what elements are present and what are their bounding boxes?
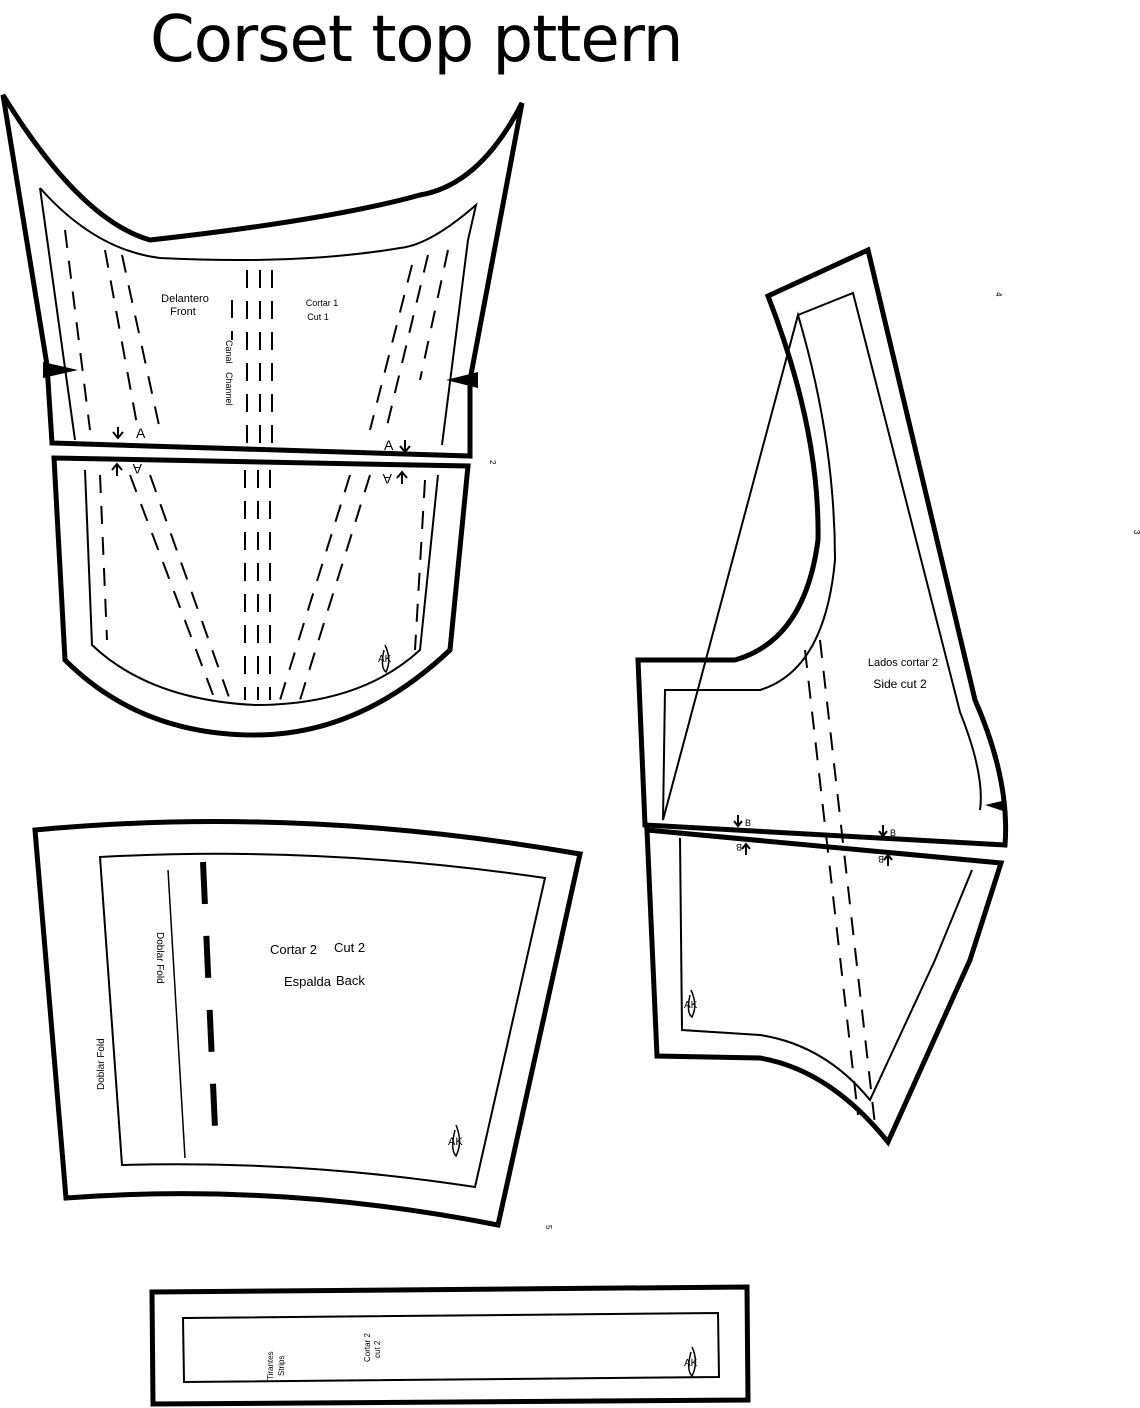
strips-cut-en: cut 2 <box>373 1340 382 1358</box>
strips-seamline <box>181 1311 721 1384</box>
match-mark-b-1: B <box>745 818 751 828</box>
strips-piece: Tirantes Strips Cortar 2 cut 2 AK <box>149 1284 751 1407</box>
side-page-number-right: 3 <box>1132 530 1140 535</box>
strips-cut-es: Cortar 2 <box>363 1333 372 1362</box>
match-mark-a-lower-left: A <box>132 461 142 477</box>
strips-name-en: Strips <box>277 1356 286 1376</box>
match-mark-b-4: B <box>878 854 884 864</box>
side-page-number: 4 <box>994 292 1003 297</box>
strips-name-es: Tirantes <box>266 1351 275 1380</box>
match-mark-a-upper-right: A <box>384 437 394 453</box>
front-notch-left <box>43 362 78 378</box>
back-name-es: Espalda <box>284 974 332 989</box>
strips-maker-mark: AK <box>684 1346 698 1378</box>
side-lower-outline <box>644 827 1005 1147</box>
match-mark-a-upper-left: A <box>136 425 146 441</box>
side-maker-mark-text: AK <box>684 1000 698 1011</box>
back-cut-en: Cut 2 <box>334 940 365 955</box>
strips-maker-mark-text: AK <box>684 1358 698 1369</box>
front-name-es: Delantero <box>161 293 209 305</box>
front-page-number: 2 <box>488 460 497 465</box>
match-mark-b-3: B <box>736 842 742 852</box>
back-piece: Doblar Fold Doblar Fold Cortar 2 Cut 2 E… <box>32 819 584 1230</box>
front-notch-right <box>446 372 478 388</box>
front-match-marks: A A A A <box>111 425 411 487</box>
front-upper-seamline <box>39 187 478 446</box>
front-lower-seamline <box>84 469 439 707</box>
back-cut-es: Cortar 2 <box>270 942 317 957</box>
front-cut-en: Cut 1 <box>307 312 329 322</box>
match-mark-b-2: B <box>890 828 896 838</box>
match-mark-a-lower-right: A <box>382 471 392 487</box>
side-notch <box>985 800 1006 812</box>
side-boning <box>804 639 876 1126</box>
side-upper-outline <box>635 246 1009 848</box>
front-maker-mark-text: AK <box>378 654 392 665</box>
side-name-es: Lados cortar 2 <box>868 657 938 669</box>
side-upper-seamline <box>662 291 982 821</box>
back-fold-inner-label: Doblar Fold <box>154 932 165 984</box>
back-outline <box>32 819 584 1228</box>
front-channel-es: Canal <box>224 340 234 364</box>
back-name-en: Back <box>336 973 365 988</box>
back-fold-dashes <box>200 861 219 1151</box>
page-title: Corset top pttern <box>150 3 683 77</box>
side-piece: Lados cortar 2 Side cut 2 B B B B 4 3 AK <box>635 246 1140 1147</box>
front-boning-lower <box>99 470 426 701</box>
back-seamline <box>98 852 547 1189</box>
back-maker-mark: AK <box>448 1124 463 1158</box>
front-name-en: Front <box>170 306 196 318</box>
front-cut-es: Cortar 1 <box>306 298 339 308</box>
back-maker-mark-text: AK <box>448 1136 463 1148</box>
front-piece: Delantero Front Cortar 1 Cut 1 Canal Cha… <box>0 93 525 738</box>
front-upper-outline <box>0 93 525 459</box>
strips-outline <box>149 1284 751 1407</box>
side-maker-mark: AK <box>684 989 698 1019</box>
side-name-en: Side cut 2 <box>873 677 927 691</box>
back-fold-outer-label: Doblar Fold <box>96 1038 107 1090</box>
back-page-number: 5 <box>544 1225 553 1230</box>
side-match-marks: B B B B <box>733 815 896 866</box>
back-inner-fold-line <box>167 869 186 1159</box>
side-lower-seamline <box>679 837 973 1102</box>
front-channel-en: Channel <box>224 372 234 406</box>
front-maker-mark: AK <box>378 644 392 674</box>
front-boning-upper <box>64 229 449 445</box>
front-lower-outline <box>51 455 471 738</box>
